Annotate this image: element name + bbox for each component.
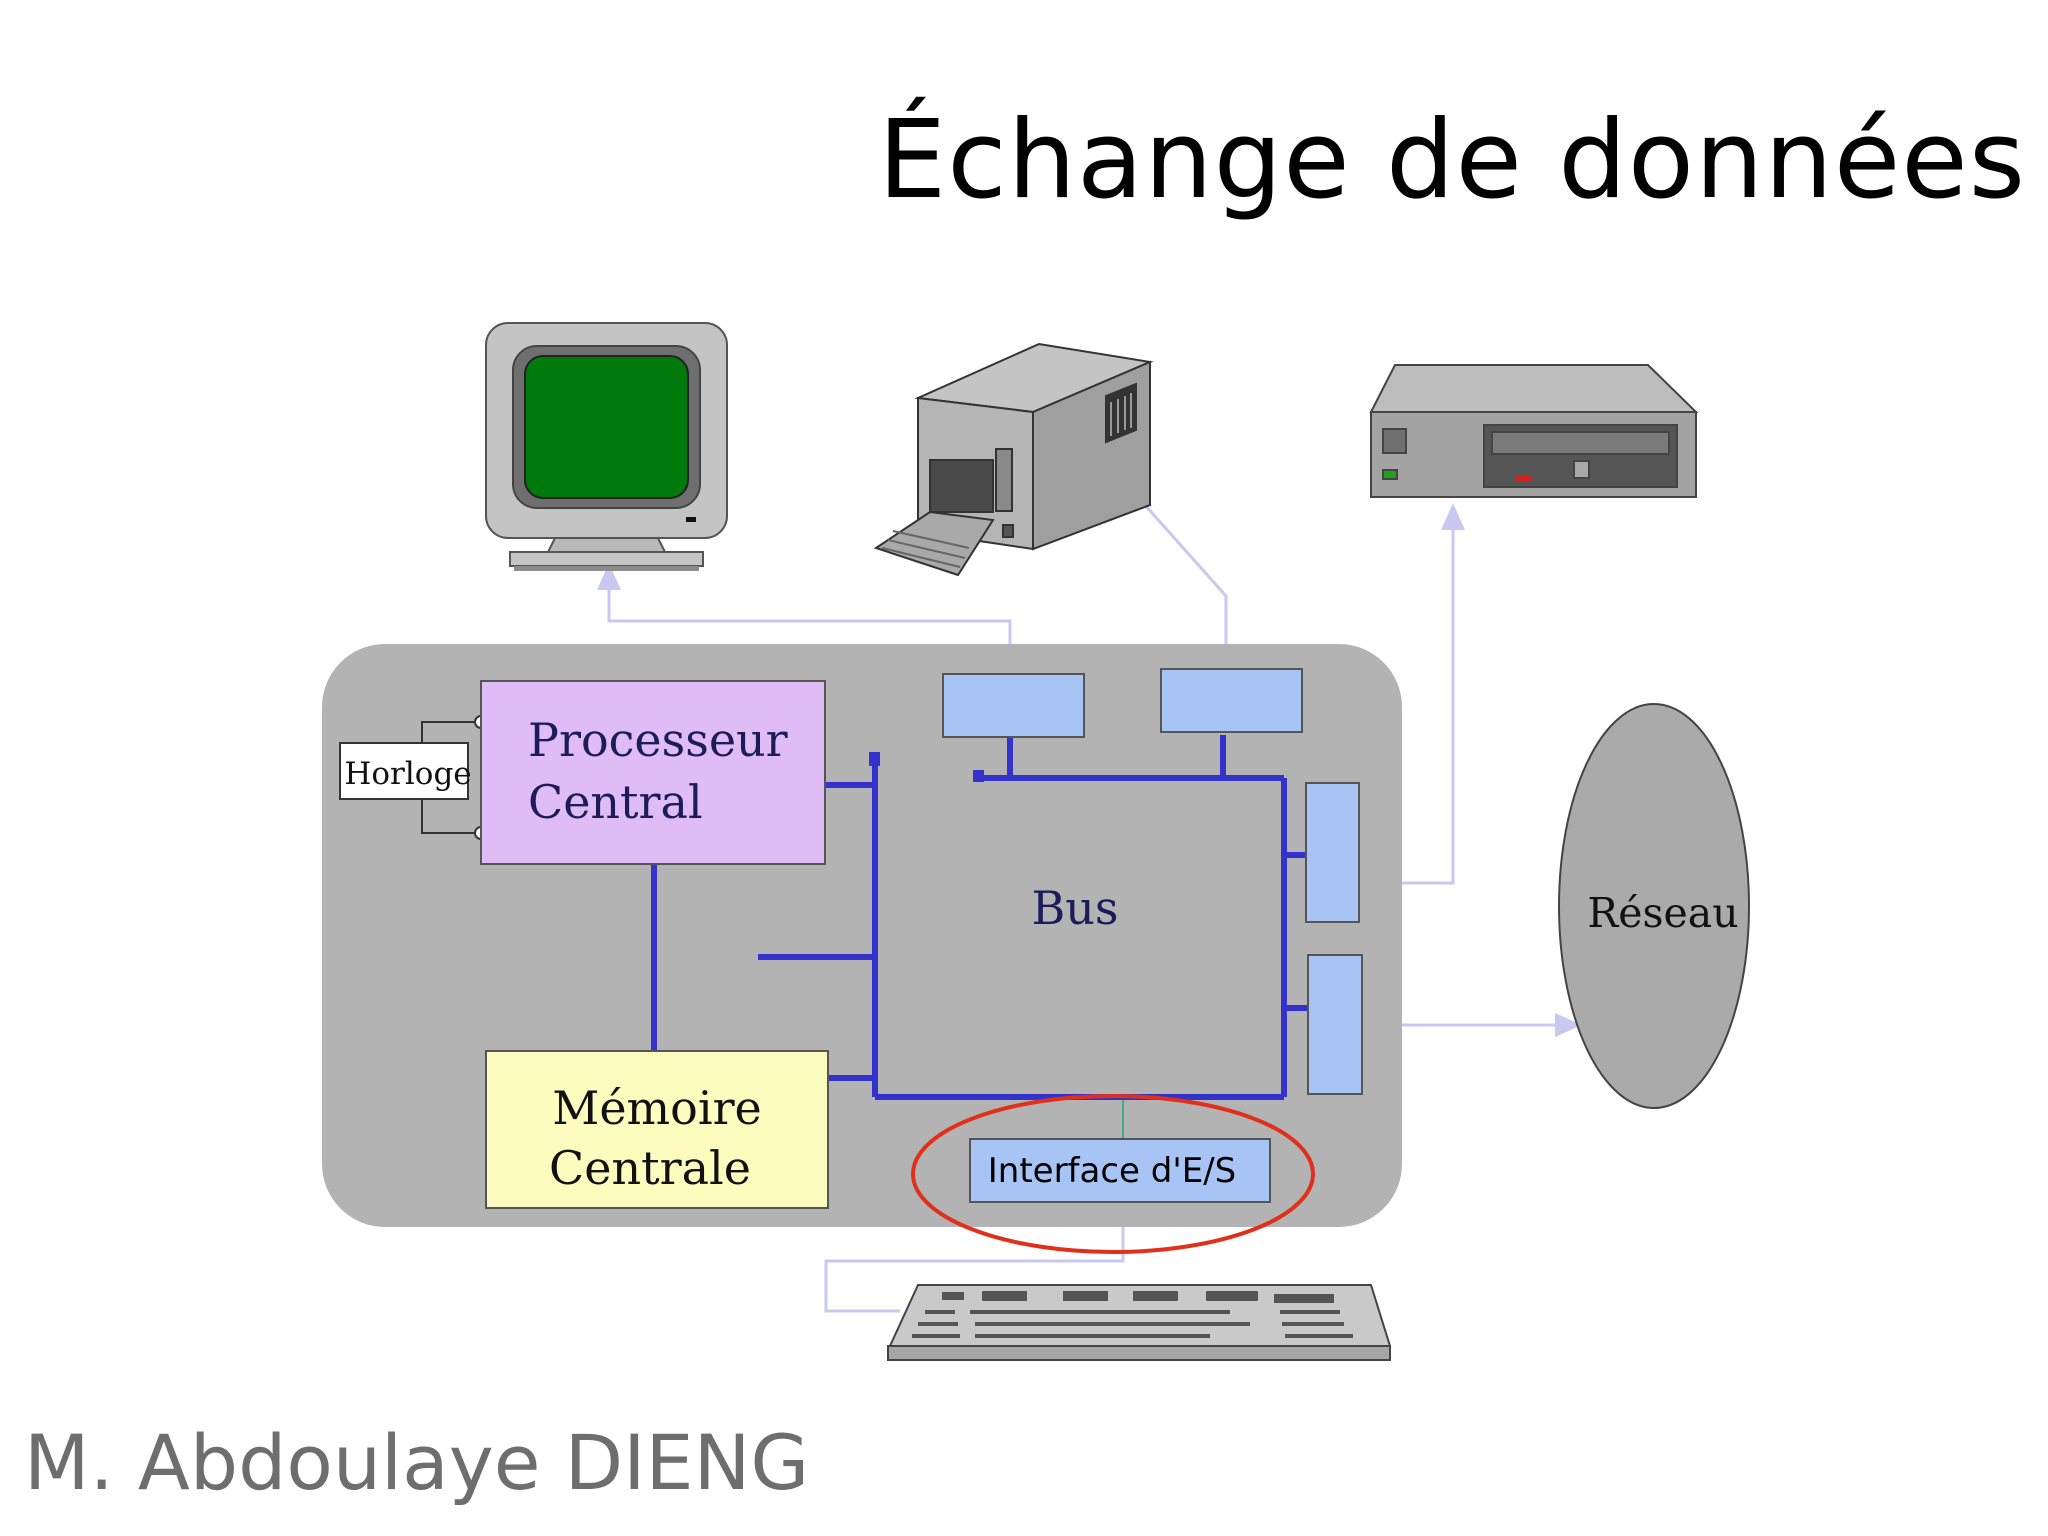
clock-box <box>339 742 469 800</box>
bus-label: Bus <box>1031 881 1118 935</box>
io-card-monitor <box>942 673 1085 738</box>
cpu-label-line1: Processeur <box>528 713 788 767</box>
highlight-ring <box>911 1094 1315 1254</box>
memory-label-line1: Mémoire <box>552 1081 762 1135</box>
link-to-keyboard <box>824 1205 1125 1313</box>
bus-junction <box>869 752 880 766</box>
slide-title: Échange de données <box>877 98 2026 223</box>
io-card-disk <box>1305 782 1360 923</box>
network-label: Réseau <box>1587 889 1738 937</box>
io-interface-label: Interface d'E/S <box>988 1151 1236 1191</box>
memory-box <box>485 1050 829 1209</box>
network-ellipse <box>1558 703 1750 1109</box>
io-card-network <box>1307 954 1363 1095</box>
memory-label-line2: Centrale <box>549 1141 751 1195</box>
io-interface-box <box>969 1138 1271 1203</box>
bus-junction <box>973 770 984 782</box>
author-name: M. Abdoulaye DIENG <box>24 1418 810 1507</box>
io-card-printer <box>1160 668 1303 733</box>
cpu-label-line2: Central <box>528 775 703 829</box>
clock-label: Horloge <box>344 756 471 792</box>
disk-drive-icon <box>1369 364 1699 498</box>
cpu-box <box>480 680 826 865</box>
printer-icon <box>873 342 1154 577</box>
keyboard-icon <box>887 1284 1392 1361</box>
monitor-icon <box>485 322 728 571</box>
